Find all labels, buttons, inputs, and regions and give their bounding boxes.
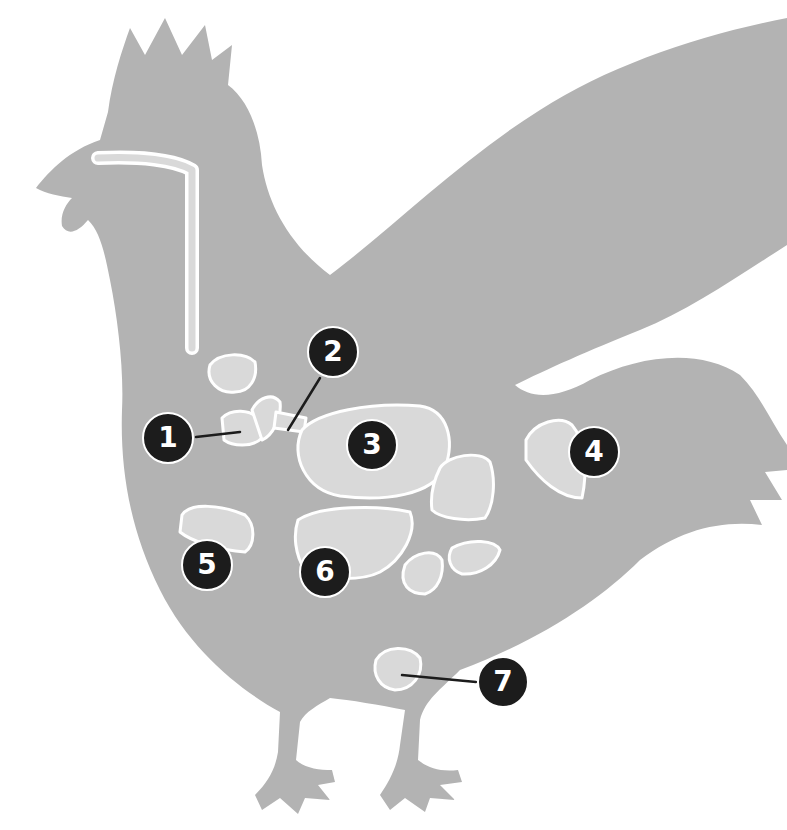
organ-right: [431, 455, 493, 519]
organ-7: [375, 648, 421, 690]
callout-number: 6: [299, 546, 351, 598]
callout-text: 2: [323, 338, 342, 366]
callout-text: 1: [158, 424, 177, 452]
leader-line: [196, 432, 240, 437]
callout-text: 6: [315, 558, 334, 586]
callout-text: 3: [362, 431, 381, 459]
organs: [98, 158, 585, 691]
callout-text: 7: [493, 668, 512, 696]
callout-number: 1: [142, 412, 194, 464]
organ-lower-a: [403, 553, 442, 594]
callout-number: 4: [568, 426, 620, 478]
organ-upper: [209, 355, 256, 392]
chicken-silhouette: [36, 18, 787, 814]
organ-3: [298, 405, 449, 498]
callout-text: 4: [584, 438, 603, 466]
callout-number: 7: [477, 656, 529, 708]
callout-number: 5: [181, 539, 233, 591]
callout-number: 3: [346, 419, 398, 471]
leader-lines: [196, 378, 476, 682]
callout-text: 5: [197, 551, 216, 579]
leader-line: [402, 675, 476, 682]
organ-lower-b: [449, 541, 500, 574]
callout-number: 2: [307, 326, 359, 378]
trachea: [98, 158, 192, 349]
trachea-outline: [98, 158, 192, 349]
leader-line: [288, 378, 320, 430]
